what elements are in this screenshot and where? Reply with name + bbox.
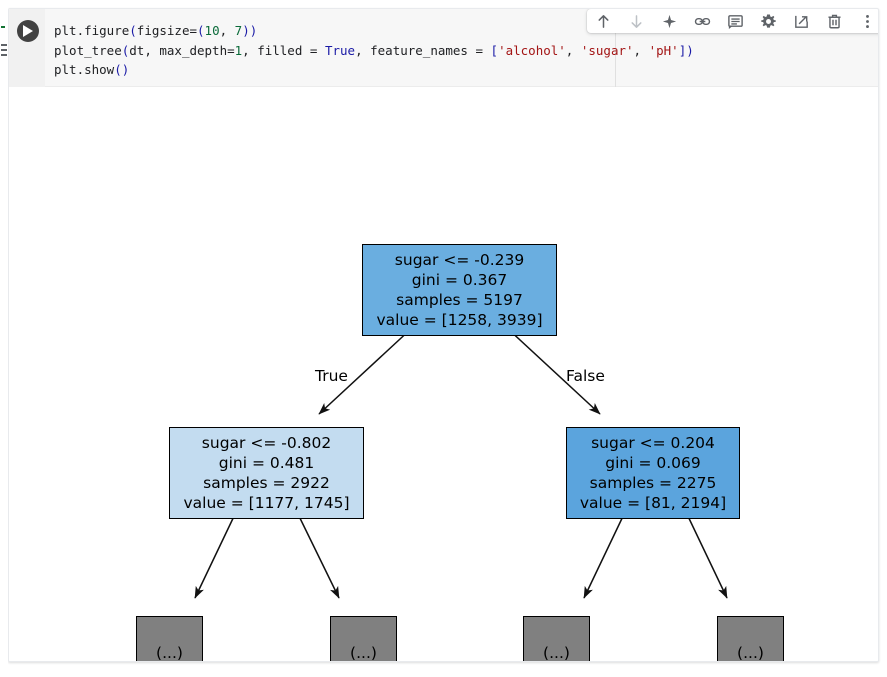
tree-node-line-1: sugar <= -0.239 bbox=[394, 251, 525, 269]
gutter-mark-2 bbox=[1, 44, 7, 46]
tree-node-line-4: value = [1258, 3939] bbox=[376, 311, 543, 329]
tree-node-line-3: samples = 5197 bbox=[396, 291, 523, 309]
tree-leaf-label: (...) bbox=[543, 644, 570, 662]
code-source[interactable]: plt.figure(figsize=(10, 7))plot_tree(dt,… bbox=[54, 21, 694, 80]
tree-edges-svg bbox=[194, 326, 728, 599]
code-token: ] bbox=[678, 42, 687, 58]
code-token: ) bbox=[686, 42, 694, 58]
tree-leaf-label: (...) bbox=[156, 644, 183, 662]
tree-node-line-4: value = [1177, 1745] bbox=[183, 494, 350, 512]
edge-left-leaf1 bbox=[194, 509, 238, 599]
edge-root-left bbox=[318, 326, 414, 415]
code-token: plt.figure bbox=[54, 23, 130, 38]
code-token: dt, max_depth= bbox=[129, 42, 235, 58]
code-token: ) bbox=[249, 23, 258, 38]
tree-edge-label-true: True bbox=[315, 367, 348, 385]
code-token: , filled = bbox=[242, 42, 325, 58]
edge-right-leaf4 bbox=[684, 509, 728, 599]
gear-icon bbox=[760, 13, 777, 30]
tree-node-line-2: gini = 0.367 bbox=[411, 271, 508, 289]
code-token: , feature_names = bbox=[355, 42, 491, 58]
code-token: ( bbox=[114, 62, 122, 77]
comment-icon bbox=[727, 13, 744, 30]
decision-tree-figure: sugar <= -0.239 gini = 0.367 samples = 519… bbox=[9, 98, 878, 661]
gutter-mark-1 bbox=[1, 26, 5, 28]
tree-node-root: sugar <= -0.239 gini = 0.367 samples = 519… bbox=[362, 244, 557, 336]
code-token: figsize= bbox=[136, 23, 198, 38]
move-cell-up-button[interactable] bbox=[587, 9, 620, 33]
code-line-2: plot_tree(dt, max_depth=1, filled = True… bbox=[54, 41, 694, 61]
tree-node-line-1: sugar <= -0.802 bbox=[201, 434, 332, 452]
cell-settings-button[interactable] bbox=[752, 9, 785, 33]
code-token: 7 bbox=[234, 23, 243, 38]
code-token: ( bbox=[129, 23, 137, 38]
gutter-mark-4 bbox=[1, 54, 7, 56]
add-comment-button[interactable] bbox=[719, 9, 752, 33]
arrow-down-icon bbox=[628, 13, 645, 30]
code-token: , bbox=[633, 42, 649, 58]
run-gutter bbox=[9, 9, 45, 87]
arrow-up-icon bbox=[595, 13, 612, 30]
editor-ruler-line bbox=[615, 9, 616, 87]
code-token: plot_tree bbox=[54, 42, 122, 58]
left-gutter-strip bbox=[0, 0, 8, 677]
tree-leaf-leaf-3: (...) bbox=[523, 616, 590, 662]
more-options-button[interactable] bbox=[851, 9, 878, 33]
code-token: True bbox=[324, 42, 356, 58]
tree-leaf-label: (...) bbox=[737, 644, 764, 662]
tree-node-right: sugar <= 0.204 gini = 0.069 samples = 2275… bbox=[566, 427, 740, 519]
tree-leaf-label: (...) bbox=[350, 644, 377, 662]
code-token: , bbox=[565, 42, 581, 58]
gemini-button[interactable] bbox=[653, 9, 686, 33]
delete-cell-button[interactable] bbox=[818, 9, 851, 33]
copy-link-button[interactable] bbox=[686, 9, 719, 33]
code-token: [ bbox=[490, 42, 499, 58]
tree-leaf-leaf-2: (...) bbox=[330, 616, 397, 662]
edge-root-right bbox=[505, 326, 601, 415]
run-cell-button[interactable] bbox=[17, 20, 39, 42]
code-line-1: plt.figure(figsize=(10, 7)) bbox=[54, 21, 694, 41]
code-token: plt.show bbox=[54, 62, 115, 77]
code-token: 'alcohol' bbox=[498, 42, 566, 58]
edge-left-leaf2 bbox=[295, 509, 340, 599]
move-cell-down-button[interactable] bbox=[620, 9, 653, 33]
code-token: 10 bbox=[204, 23, 220, 38]
cell-toolbar[interactable] bbox=[587, 9, 878, 33]
gutter-mark-3 bbox=[1, 49, 7, 51]
more-vert-icon bbox=[859, 13, 876, 30]
tree-node-line-2: gini = 0.481 bbox=[218, 454, 315, 472]
code-token: ( bbox=[197, 23, 205, 38]
code-token: 'pH' bbox=[648, 42, 679, 58]
cell-output-area: sugar <= -0.239 gini = 0.367 samples = 519… bbox=[9, 88, 878, 661]
tree-node-line-3: samples = 2922 bbox=[203, 474, 330, 492]
notebook-cell[interactable]: plt.figure(figsize=(10, 7))plot_tree(dt,… bbox=[8, 8, 879, 662]
open-editor-button[interactable] bbox=[785, 9, 818, 33]
open-in-editor-icon bbox=[793, 13, 810, 30]
code-token: ) bbox=[121, 62, 130, 77]
tree-edge-label-false: False bbox=[566, 367, 605, 385]
edge-right-leaf3 bbox=[583, 509, 627, 599]
tree-node-line-4: value = [81, 2194] bbox=[579, 494, 727, 512]
code-token: ( bbox=[121, 42, 130, 58]
tree-node-left: sugar <= -0.802 gini = 0.481 samples = 292… bbox=[169, 427, 364, 519]
tree-leaf-leaf-4: (...) bbox=[717, 616, 784, 662]
tree-node-line-2: gini = 0.069 bbox=[605, 454, 701, 472]
tree-node-line-1: sugar <= 0.204 bbox=[591, 434, 715, 452]
code-token: ) bbox=[242, 23, 250, 38]
tree-leaf-leaf-1: (...) bbox=[136, 616, 203, 662]
tree-node-line-3: samples = 2275 bbox=[589, 474, 717, 492]
code-token: 'sugar' bbox=[580, 42, 634, 58]
link-icon bbox=[694, 13, 711, 30]
sparkle-icon bbox=[661, 13, 678, 30]
code-token: , bbox=[219, 23, 235, 38]
trash-icon bbox=[826, 13, 843, 30]
code-token: 1 bbox=[234, 42, 243, 58]
code-line-3: plt.show() bbox=[54, 60, 694, 80]
